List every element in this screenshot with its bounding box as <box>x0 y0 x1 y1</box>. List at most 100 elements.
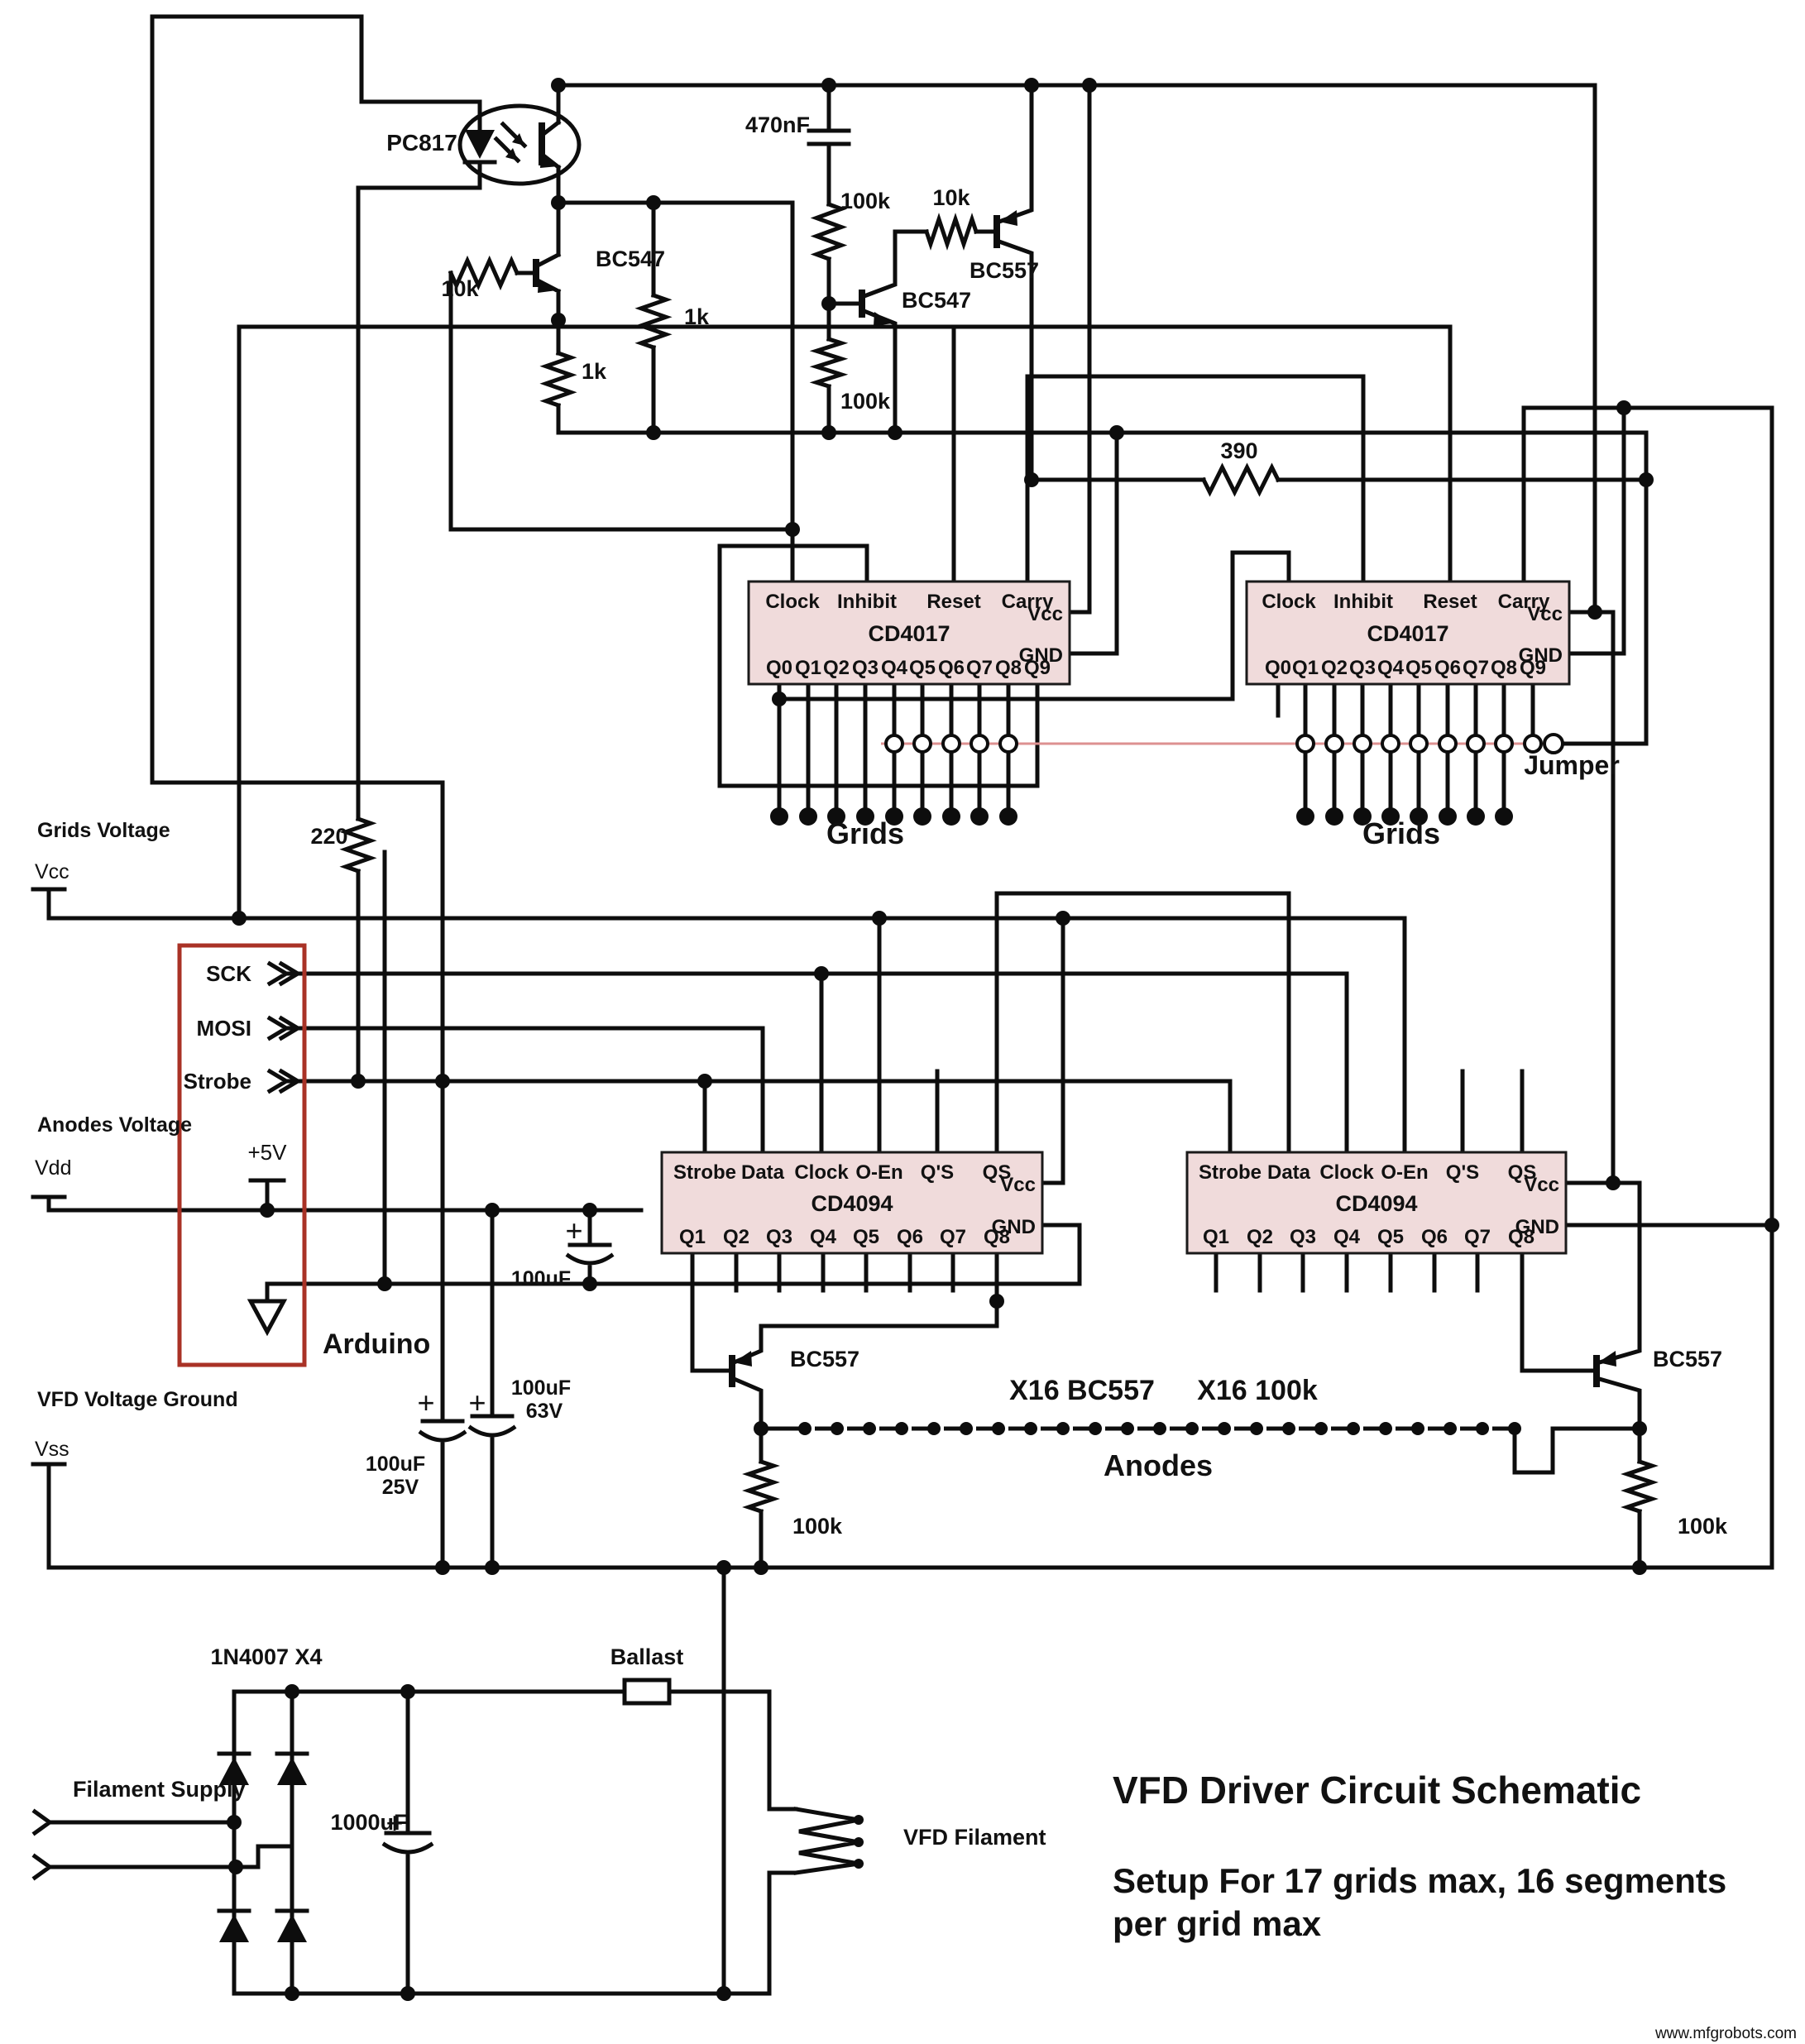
junction-dot <box>232 911 247 926</box>
c100uf-25v-1-label: 100uF <box>366 1453 425 1476</box>
cd4017-right-chip <box>1245 580 1571 686</box>
junction-dot <box>1444 1422 1457 1435</box>
junction-dot <box>1282 1422 1295 1435</box>
jumper-pad[interactable] <box>1324 734 1344 754</box>
junction-dot <box>435 1560 450 1575</box>
jumper-pad[interactable] <box>1295 734 1315 754</box>
cd4094-left-chip <box>660 1151 1044 1255</box>
junction-dot <box>970 807 989 826</box>
jumper-pad[interactable] <box>1438 734 1458 754</box>
anode-terminal-dots <box>798 1422 1521 1435</box>
cd4094-left-pin-label: Q1 <box>679 1226 706 1248</box>
bc557-2-label: BC557 <box>790 1347 859 1371</box>
junction-dot <box>716 1560 731 1575</box>
title-line-2-label: Setup For 17 grids max, 16 segments <box>1113 1861 1726 1900</box>
cd4017-left-pin-label: Reset <box>926 591 980 613</box>
jumper-pad[interactable] <box>941 734 961 754</box>
jumper-pad[interactable] <box>998 734 1018 754</box>
jumper-pad[interactable] <box>1353 734 1372 754</box>
junction-dot <box>551 195 566 210</box>
junction-dot <box>1296 807 1314 826</box>
electrolytic-cap-arcs <box>381 1252 615 1855</box>
pc817-optocoupler-body <box>457 103 582 186</box>
junction-dot <box>888 425 902 440</box>
jumper-pad[interactable] <box>1381 734 1400 754</box>
junction-dot <box>1024 1422 1037 1435</box>
jumper-pad[interactable] <box>1523 734 1543 754</box>
cd4017-right-pin-label: Q8 <box>1491 657 1517 679</box>
cd4094-right-pin-label: Q4 <box>1333 1226 1361 1248</box>
bc557-3-label: BC557 <box>1653 1347 1722 1371</box>
junction-dot <box>1218 1422 1231 1435</box>
jumper-pad[interactable] <box>1409 734 1429 754</box>
c100uf-63v-2-label: 63V <box>526 1400 563 1423</box>
jumper-pad[interactable] <box>1466 734 1486 754</box>
junction-dot <box>285 1684 299 1699</box>
jumper-pad[interactable] <box>970 734 989 754</box>
junction-dot <box>1476 1422 1489 1435</box>
cd4017-right-pin-label: Q6 <box>1434 657 1461 679</box>
cd4094-left-pin-label: Q4 <box>810 1226 837 1248</box>
junction-dot <box>1616 400 1631 415</box>
cd4017-left-pin-label: Q4 <box>881 657 908 679</box>
junction-dot <box>1508 1422 1521 1435</box>
cd4017-left-pin-label: Inhibit <box>837 591 897 613</box>
cd4017-right-pin-label: Q0 <box>1265 657 1291 679</box>
filament-coil-dots <box>854 1815 864 1869</box>
bc557-2-emitter-arrow <box>734 1351 752 1367</box>
cd4094-right-name: CD4094 <box>1335 1191 1417 1216</box>
jumper-pad[interactable] <box>912 734 932 754</box>
junction-dot <box>821 296 836 311</box>
junction-dot <box>1314 1422 1328 1435</box>
junction-dot <box>1153 1422 1166 1435</box>
junction-dot <box>1381 807 1400 826</box>
vfd-filament-label: VFD Filament <box>903 1825 1046 1850</box>
cd4017-right-name: CD4017 <box>1367 621 1448 646</box>
junction-dot <box>582 1276 597 1291</box>
junction-dot <box>989 1294 1004 1309</box>
junction-dot <box>1410 807 1428 826</box>
junction-dot <box>770 807 788 826</box>
grids-left-label: Grids <box>826 816 904 850</box>
filament-supply-label: Filament Supply <box>73 1777 246 1802</box>
junction-dot <box>285 1986 299 2001</box>
junction-dot <box>754 1560 768 1575</box>
junction-dot <box>716 1986 731 2001</box>
bc557-3-emitter-arrow <box>1598 1351 1616 1367</box>
junction-dot <box>435 1074 450 1089</box>
junction-dot <box>1439 807 1457 826</box>
cd4017-right-pin-label: Q1 <box>1292 657 1319 679</box>
junction-dot <box>927 1422 941 1435</box>
junction-dot <box>885 807 903 826</box>
junction-dot <box>1250 1422 1263 1435</box>
cd4094-right-pin-label: QS <box>1508 1161 1537 1184</box>
junction-dot <box>1587 605 1602 620</box>
cd4094-right-pin-label: Q1 <box>1203 1226 1229 1248</box>
junction-dot <box>1411 1422 1424 1435</box>
diode-icon <box>277 1914 307 1942</box>
bc557-1-label: BC557 <box>970 258 1039 283</box>
cd4094-right-pin-label: Clock <box>1319 1161 1374 1184</box>
jumper-pad[interactable] <box>1543 733 1564 754</box>
cd4017-left-pin-label: Q5 <box>909 657 936 679</box>
jumper-pad[interactable] <box>1494 734 1514 754</box>
resistor-zigzags <box>339 201 1659 1515</box>
jumper-pad[interactable] <box>884 734 904 754</box>
r1k-1-label: 1k <box>684 304 710 329</box>
cd4094-left-pin-label: Q'S <box>921 1161 954 1184</box>
cd4094-right-pin-label: Q2 <box>1247 1226 1273 1248</box>
junction-dot <box>1056 911 1070 926</box>
cd4094-right-pin-label: Q3 <box>1290 1226 1316 1248</box>
junction-dot <box>1185 1422 1199 1435</box>
cd4017-right-pin-label: Reset <box>1423 591 1477 613</box>
cd4017-left-pin-label: Vcc <box>1027 603 1063 625</box>
vcc-net-label: Vcc <box>35 860 69 883</box>
n4007-label: 1N4007 X4 <box>210 1644 322 1669</box>
junction-dot <box>1024 472 1039 487</box>
junction-dot <box>485 1203 500 1218</box>
cd4094-left-pin-label: Clock <box>794 1161 849 1184</box>
cd4094-right-pin-label: Q'S <box>1446 1161 1479 1184</box>
cd4017-right-pin-label: Carry <box>1498 591 1550 613</box>
junction-dot <box>798 1422 812 1435</box>
vdd-net-label: Vdd <box>35 1156 71 1180</box>
